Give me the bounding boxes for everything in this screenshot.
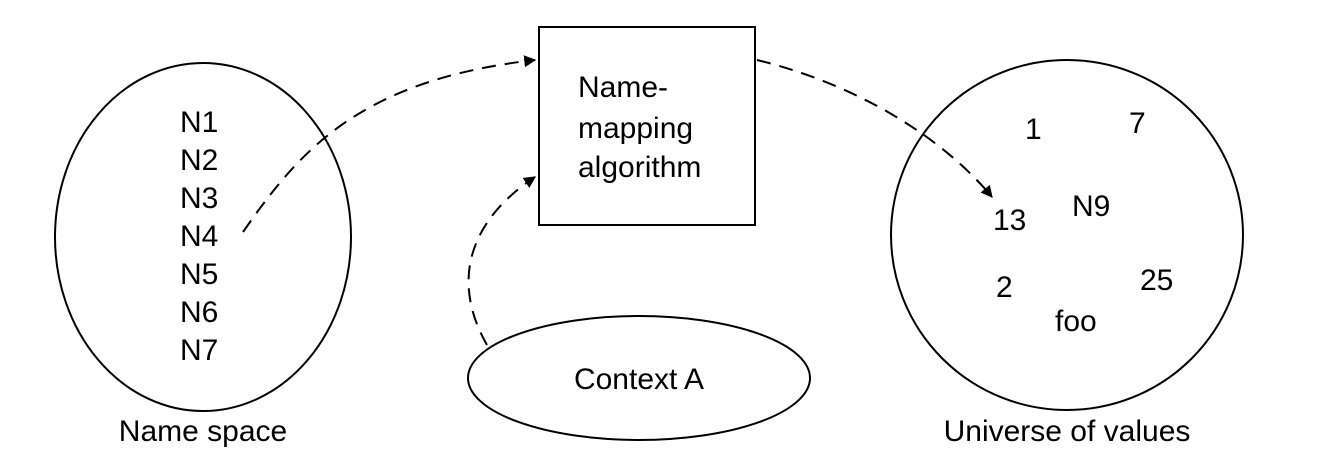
universe-circle (890, 59, 1244, 411)
context-label: Context A (574, 363, 704, 396)
value-item: 2 (996, 271, 1013, 304)
name-item: N2 (180, 144, 218, 177)
name-item: N3 (180, 182, 218, 215)
name-space-caption: Name space (119, 415, 287, 448)
name-item: N4 (180, 220, 218, 253)
value-item: 13 (993, 204, 1026, 237)
context: Context A (467, 315, 811, 441)
name-item: N7 (180, 334, 218, 367)
arrow-mapping-to-13 (756, 59, 993, 198)
arrow-context-to-mapping (467, 176, 537, 346)
universe-of-values: 1 7 13 N9 2 25 foo Universe of values (890, 59, 1244, 448)
mapping-box-line: algorithm (578, 151, 701, 184)
arrow-n4-to-mapping (242, 55, 537, 233)
mapping-box-line: Name- (578, 71, 668, 104)
name-space: N1 N2 N3 N4 N5 N6 N7 Name space (54, 62, 352, 448)
value-item: 1 (1025, 113, 1042, 146)
value-item: 7 (1129, 107, 1146, 140)
name-item: N5 (180, 258, 218, 291)
universe-caption: Universe of values (944, 415, 1191, 448)
mapping-box-line: mapping (578, 112, 693, 145)
name-item: N1 (180, 106, 218, 139)
value-item: foo (1055, 305, 1097, 338)
mapping-box (538, 26, 756, 226)
value-item: N9 (1072, 190, 1110, 223)
name-mapping-algorithm: Name- mapping algorithm (538, 26, 756, 226)
value-item: 25 (1140, 264, 1173, 297)
name-space-circle (54, 62, 352, 412)
context-ellipse (467, 315, 811, 441)
name-item: N6 (180, 296, 218, 329)
